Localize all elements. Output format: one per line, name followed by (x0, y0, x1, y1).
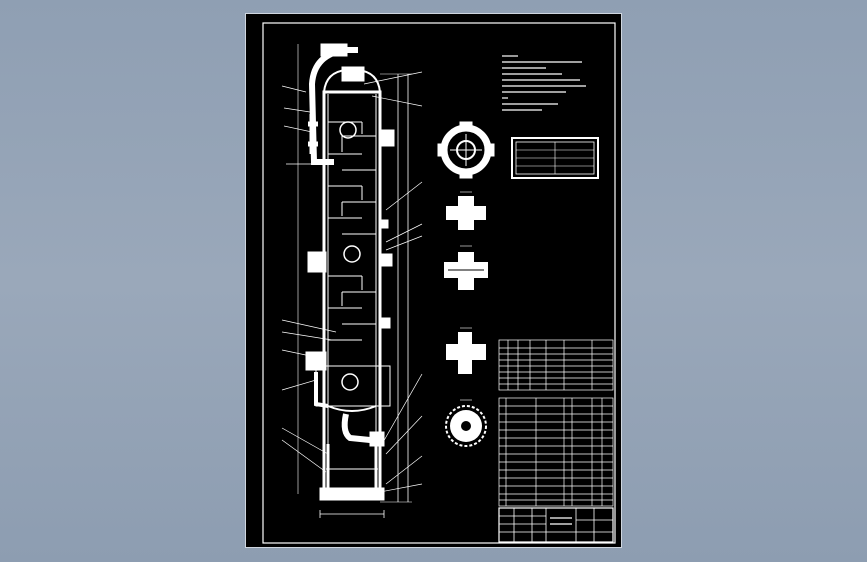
callout-leaders (281, 71, 423, 493)
inner-border-frame (262, 22, 616, 544)
detail-view-leaders (460, 191, 472, 401)
column-elevation-view (297, 43, 412, 518)
detail-view-nozzle-1 (446, 196, 486, 230)
nozzle-table (498, 339, 614, 391)
detail-view-nozzle-2 (444, 252, 488, 290)
detail-view-bottom-flange (445, 405, 487, 447)
technical-notes (502, 55, 586, 111)
detail-view-nozzle-3 (446, 332, 486, 374)
drawing-sheet (245, 13, 622, 548)
title-block (498, 507, 614, 543)
parts-list (498, 397, 614, 507)
detail-view-top-flange (437, 121, 495, 179)
design-data-table (511, 137, 599, 179)
cad-drawing-canvas (262, 22, 616, 544)
